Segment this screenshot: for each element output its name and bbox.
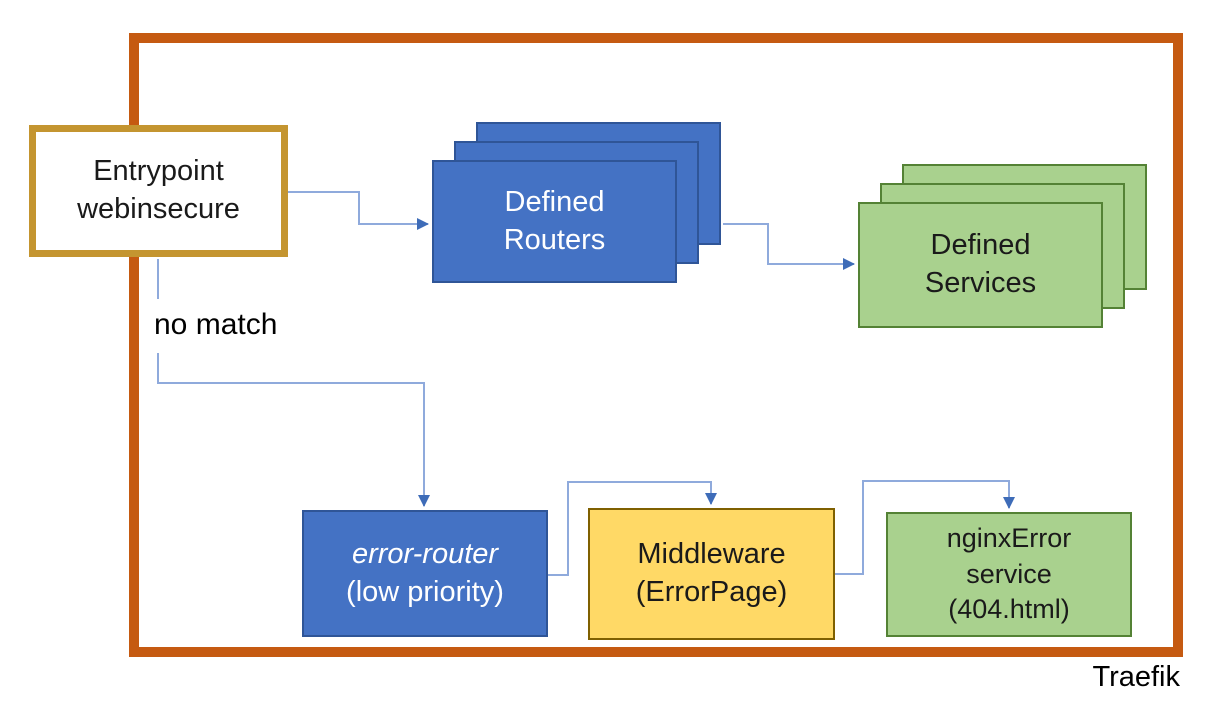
nginx-error-label-line3: (404.html) <box>948 594 1070 625</box>
no-match-label: no match <box>150 299 286 353</box>
middleware-label-line1: Middleware <box>637 538 786 571</box>
node-entrypoint-webinsecure: Entrypoint webinsecure <box>29 125 288 257</box>
defined-services-label-line2: Services <box>924 267 1037 299</box>
entrypoint-label-line1: Entrypoint <box>93 155 224 188</box>
node-error-router: error-router (low priority) <box>302 510 548 637</box>
node-nginx-error-service: nginxError service (404.html) <box>886 512 1132 637</box>
traefik-caption: Traefik <box>1092 661 1180 693</box>
node-defined-routers: Defined Routers <box>432 160 677 283</box>
node-middleware-errorpage: Middleware (ErrorPage) <box>588 508 835 640</box>
middleware-label-line2: (ErrorPage) <box>635 576 788 608</box>
nginx-error-label-line2: service <box>966 558 1052 589</box>
entrypoint-label-line2: webinsecure <box>77 193 240 225</box>
defined-routers-label-line1: Defined <box>504 185 605 218</box>
traefik-boundary-frame <box>129 33 1183 657</box>
node-defined-services: Defined Services <box>858 202 1103 328</box>
error-router-label-line2: (low priority) <box>346 575 504 608</box>
defined-routers-label-line2: Routers <box>503 223 606 256</box>
error-router-label-line1: error-router <box>351 537 499 570</box>
defined-services-label-line1: Defined <box>930 229 1031 262</box>
nginx-error-label-line1: nginxError <box>946 523 1072 554</box>
